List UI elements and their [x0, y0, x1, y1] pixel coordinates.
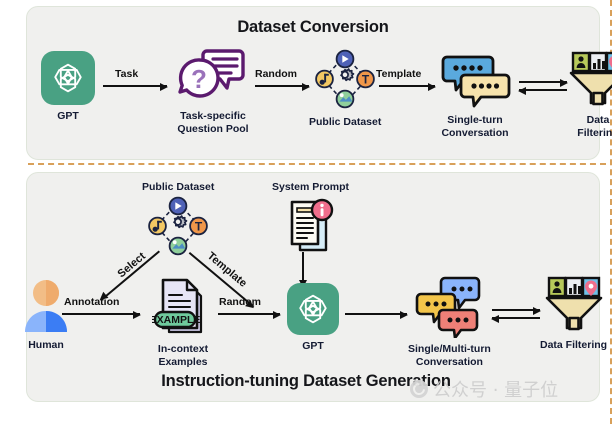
node-multi-turn: Single/Multi-turn Conversation [408, 276, 491, 368]
node-public-dataset-bottom: Public Dataset T [142, 181, 214, 258]
funnel-filter-icon [567, 47, 612, 109]
openai-gpt-icon [41, 51, 95, 105]
arrow-label-random-top: Random [255, 68, 297, 80]
node-label: Data Filtering [577, 114, 612, 139]
arrow-label-annotation: Annotation [64, 296, 120, 308]
arrow-annotation [62, 310, 141, 319]
node-data-filtering-bottom: Data Filtering [540, 272, 607, 352]
funnel-filter-icon [543, 272, 605, 334]
system-prompt-doc-icon [280, 196, 342, 258]
node-single-turn: Single-turn Conversation [439, 53, 511, 139]
node-label: System Prompt [272, 181, 350, 193]
example-document-icon: EXAMPLE [150, 276, 214, 338]
node-label: Public Dataset [309, 116, 382, 128]
node-data-filtering-top: Data Filtering [567, 47, 612, 139]
node-label: GPT [57, 110, 79, 122]
arrow-label-task: Task [115, 68, 139, 80]
arrow-template-top [379, 82, 436, 91]
arrow-sysprompt-to-gpt [298, 252, 307, 288]
panel-title-bottom: Instruction-tuning Dataset Generation [161, 372, 451, 390]
arrow-random-top [255, 82, 310, 91]
watermark: 公众号 · 量子位 [410, 376, 558, 402]
human-avatar-icon [18, 278, 74, 334]
example-badge-text: EXAMPLE [152, 314, 200, 326]
node-label: Human [28, 339, 64, 351]
public-dataset-icon: T [145, 196, 211, 258]
node-label: Single-turn Conversation [441, 114, 509, 139]
node-system-prompt: System Prompt [272, 181, 349, 258]
panel-title-top: Dataset Conversion [237, 18, 389, 36]
arrow-label-random-bottom: Random [219, 296, 261, 308]
node-incontext-examples: EXAMPLE In-context Examples [150, 276, 214, 368]
watermark-text: 公众号 · 量子位 [433, 380, 559, 401]
chat-bubbles-multi-icon [413, 276, 485, 340]
question-bubble-icon: ? [177, 47, 249, 105]
arrow-gpt-to-conversation [345, 310, 408, 319]
node-label: Data Filtering [540, 339, 608, 351]
chat-bubbles-icon [439, 53, 511, 109]
node-question-pool: ? Task-specific Question Pool [177, 47, 249, 135]
node-label: GPT [302, 340, 324, 352]
svg-text:T: T [195, 219, 203, 233]
panel-dataset-conversion: Dataset Conversion GPT Task [26, 6, 612, 160]
watermark-logo-icon [410, 380, 428, 398]
openai-gpt-icon [287, 283, 339, 335]
node-human: Human [18, 278, 74, 352]
arrow-random-bottom [218, 310, 281, 319]
frame-dashed-separator [28, 163, 606, 165]
node-gpt-top: GPT [41, 51, 95, 123]
svg-text:T: T [362, 73, 370, 87]
frame-dashed-right [610, 0, 612, 424]
node-label: Single/Multi-turn Conversation [408, 343, 491, 368]
svg-text:?: ? [191, 64, 207, 94]
public-dataset-icon: T [312, 49, 378, 111]
node-public-dataset-top: T Public Dataset [309, 49, 381, 129]
node-gpt-bottom: GPT [287, 283, 339, 353]
arrow-task [103, 82, 168, 91]
node-label: Task-specific Question Pool [177, 110, 249, 135]
arrow-label-template-top: Template [376, 68, 422, 80]
node-label: In-context Examples [157, 343, 209, 368]
node-label: Public Dataset [142, 181, 215, 193]
